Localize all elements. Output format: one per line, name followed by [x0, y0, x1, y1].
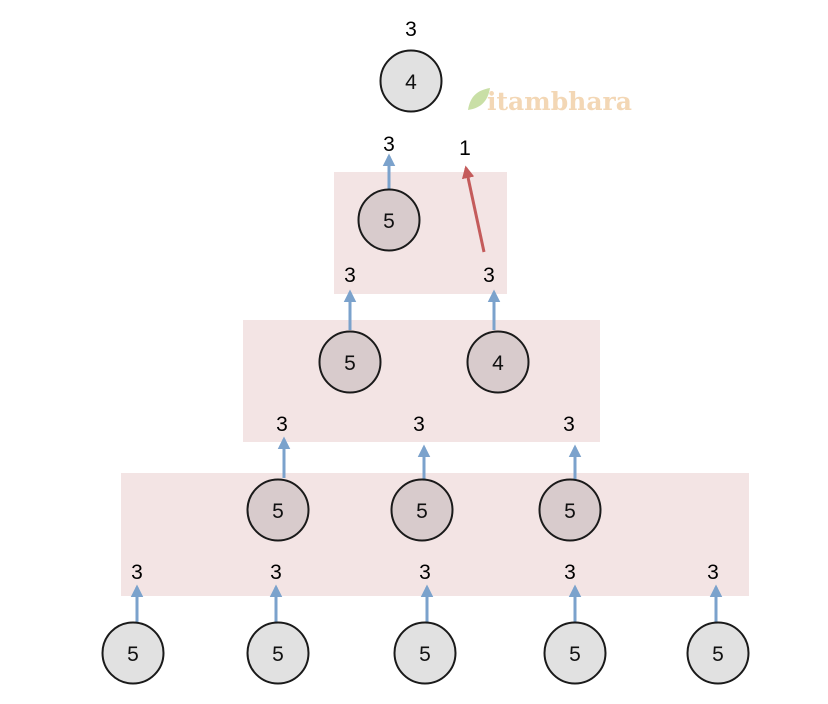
top-node-value: 4 — [405, 71, 417, 94]
watermark-logo: itambhara — [468, 87, 632, 116]
bottom-node-value: 5 — [569, 643, 581, 666]
panel-level2 — [243, 320, 600, 442]
level3-input-label: 3 — [707, 561, 719, 584]
level1-input-label: 3 — [344, 264, 356, 287]
level2-node-value: 5 — [344, 352, 356, 375]
level3-node-value: 5 — [272, 500, 284, 523]
level1-output-label: 3 — [383, 133, 395, 156]
top-node: 4 — [379, 49, 443, 113]
level3-input-label: 3 — [270, 561, 282, 584]
level3-input-label: 3 — [564, 561, 576, 584]
leaf-icon — [468, 88, 490, 110]
level2-node: 4 — [466, 330, 530, 394]
level2-node-value: 4 — [492, 352, 504, 375]
level3-input-label: 3 — [419, 561, 431, 584]
level3-node: 5 — [390, 478, 454, 542]
watermark-text: itambhara — [487, 87, 632, 116]
level3-node-value: 5 — [564, 500, 576, 523]
bottom-node-value: 5 — [127, 643, 139, 666]
bottom-node-value: 5 — [712, 643, 724, 666]
level2-node: 5 — [318, 330, 382, 394]
red-output-label: 1 — [459, 137, 471, 160]
level3-node: 5 — [538, 478, 602, 542]
red-arrow — [461, 165, 486, 253]
level1-node-value: 5 — [383, 210, 395, 233]
level3-node: 5 — [246, 478, 310, 542]
top-output-label: 3 — [405, 18, 417, 41]
bottom-node: 5 — [393, 621, 457, 685]
level3-node-value: 5 — [416, 500, 428, 523]
level2-input-label: 3 — [413, 413, 425, 436]
bottom-node: 5 — [101, 621, 165, 685]
bottom-node: 5 — [686, 621, 750, 685]
bottom-node-value: 5 — [272, 643, 284, 666]
level2-input-label: 3 — [563, 413, 575, 436]
bottom-node: 5 — [246, 621, 310, 685]
bottom-node: 5 — [543, 621, 607, 685]
level2-input-label: 3 — [276, 413, 288, 436]
bottom-node-value: 5 — [419, 643, 431, 666]
level1-node: 5 — [357, 188, 421, 252]
level1-input-label: 3 — [483, 264, 495, 287]
level3-input-label: 3 — [131, 561, 143, 584]
